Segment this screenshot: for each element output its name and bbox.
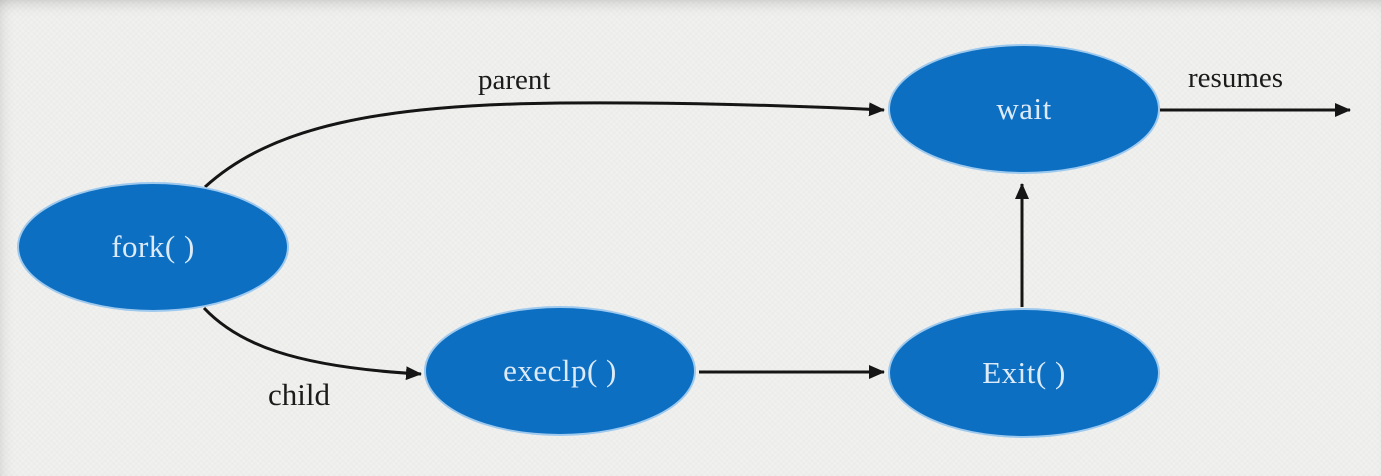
node-wait: wait — [888, 44, 1160, 174]
edge-label-resumes: resumes — [1188, 62, 1284, 94]
edge-fork-to-execlp-child — [202, 306, 422, 381]
edge-label-child: child — [268, 377, 330, 412]
node-fork-label: fork( ) — [111, 229, 195, 264]
node-exit: Exit( ) — [888, 308, 1160, 438]
node-wait-label: wait — [996, 91, 1052, 126]
edge-label-parent: parent — [478, 64, 551, 96]
node-execlp: execlp( ) — [424, 306, 696, 436]
node-exit-label: Exit( ) — [982, 355, 1066, 390]
node-execlp-label: execlp( ) — [503, 353, 617, 388]
edge-fork-to-wait-parent — [203, 101, 885, 189]
node-fork: fork( ) — [17, 182, 289, 312]
